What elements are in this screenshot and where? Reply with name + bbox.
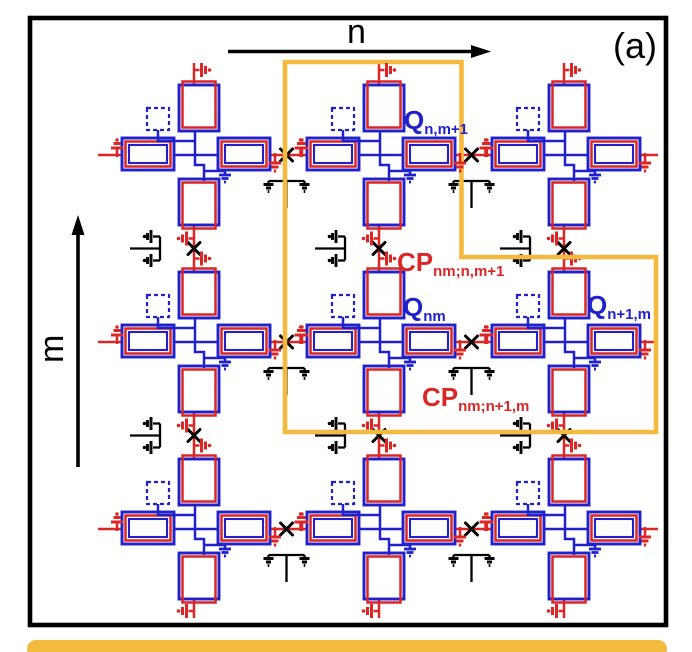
unit-cell xyxy=(111,82,281,229)
coupler-label-horizontal: CPnm;n+1,m xyxy=(422,382,529,415)
n-axis-arrow xyxy=(228,45,491,58)
unit-cell xyxy=(481,456,651,603)
unit-cell xyxy=(111,269,281,416)
coupler-label-vertical: CPnm;n,m+1 xyxy=(397,247,504,280)
unit-cell xyxy=(111,456,281,603)
m-axis-arrow xyxy=(71,215,85,467)
qubit-label-nm: Qnm xyxy=(403,292,446,325)
figure-border xyxy=(27,15,669,628)
qubit-label-n1-m: Qn+1,m xyxy=(587,290,651,323)
unit-cell-highlight xyxy=(282,59,659,435)
unit-cell xyxy=(481,269,651,416)
panel-divider-bar xyxy=(27,640,667,652)
axis-label-m: m xyxy=(33,335,71,363)
unit-cell xyxy=(296,82,466,229)
panel-label: (a) xyxy=(613,25,657,66)
axis-label-n: n xyxy=(347,13,366,51)
unit-cell xyxy=(481,82,651,229)
unit-cell xyxy=(296,456,466,603)
qubit-cell-array xyxy=(111,82,651,603)
qubit-label-n-m1: Qn,m+1 xyxy=(404,105,468,138)
